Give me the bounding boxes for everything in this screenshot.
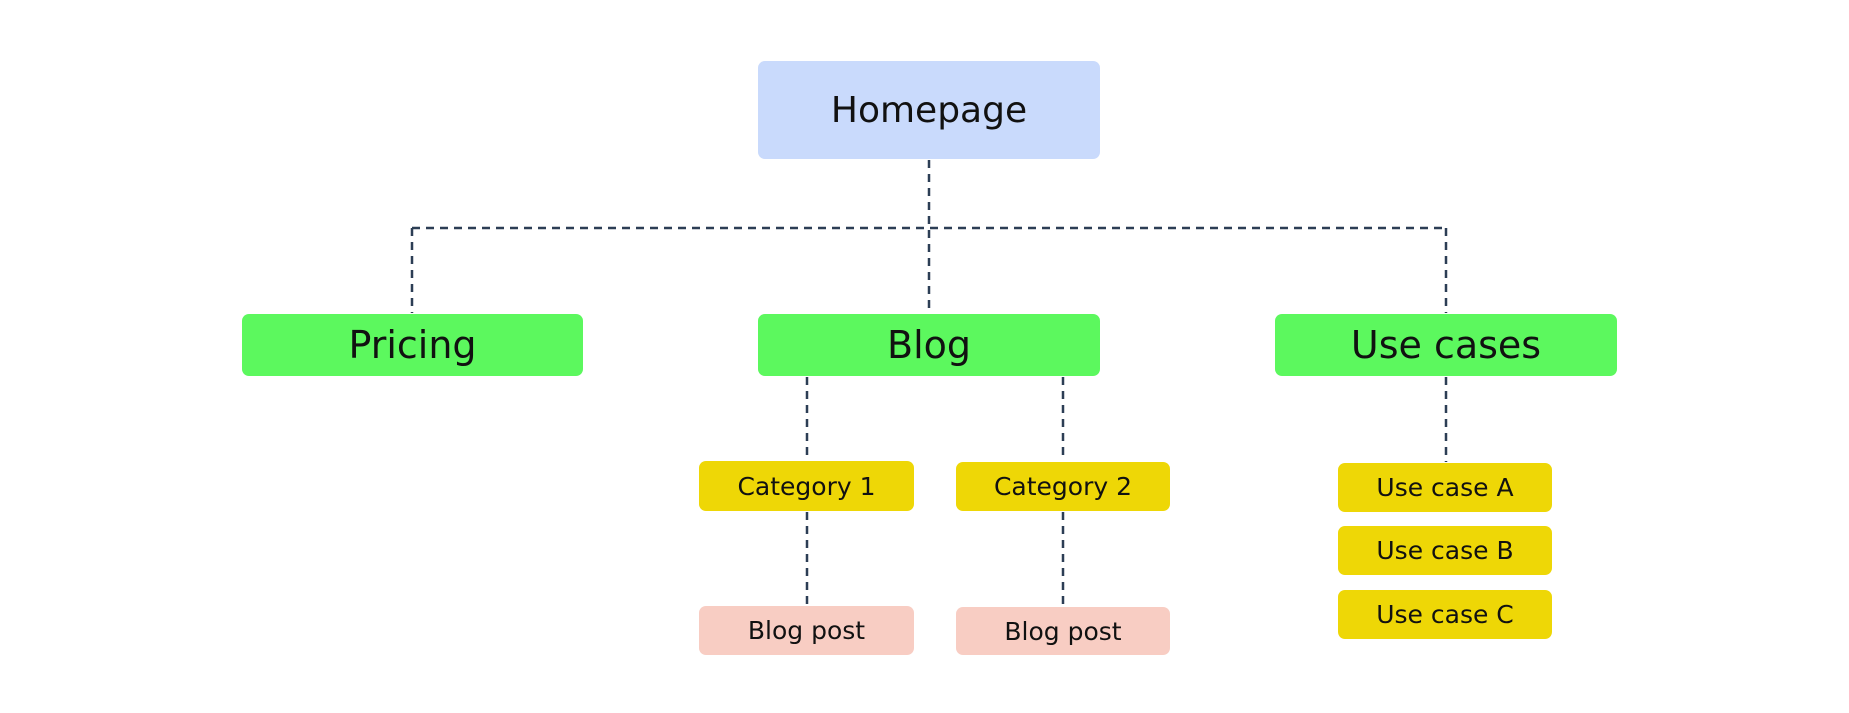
node-pricing: Pricing — [242, 314, 583, 376]
node-use-case-b-label: Use case B — [1376, 536, 1514, 565]
node-use-case-a-label: Use case A — [1376, 473, 1514, 502]
node-homepage-label: Homepage — [830, 89, 1028, 131]
node-blog-post-2-label: Blog post — [1004, 616, 1122, 646]
node-use-case-b: Use case B — [1338, 526, 1552, 575]
node-blog-post-2: Blog post — [956, 607, 1170, 655]
node-use-cases-label: Use cases — [1350, 323, 1542, 367]
node-homepage: Homepage — [758, 61, 1100, 159]
node-category-1-label: Category 1 — [737, 471, 876, 501]
node-blog-post-1: Blog post — [699, 606, 914, 655]
node-category-2-label: Category 2 — [993, 472, 1133, 501]
node-use-cases: Use cases — [1275, 314, 1617, 376]
node-pricing-label: Pricing — [348, 323, 477, 367]
node-use-case-a: Use case A — [1338, 463, 1552, 512]
node-category-1: Category 1 — [699, 461, 914, 511]
node-blog: Blog — [758, 314, 1100, 376]
node-blog-label: Blog — [887, 323, 971, 367]
node-use-case-c: Use case C — [1338, 590, 1552, 639]
node-category-2: Category 2 — [956, 462, 1170, 511]
node-blog-post-1-label: Blog post — [747, 616, 866, 645]
node-use-case-c-label: Use case C — [1376, 600, 1514, 629]
